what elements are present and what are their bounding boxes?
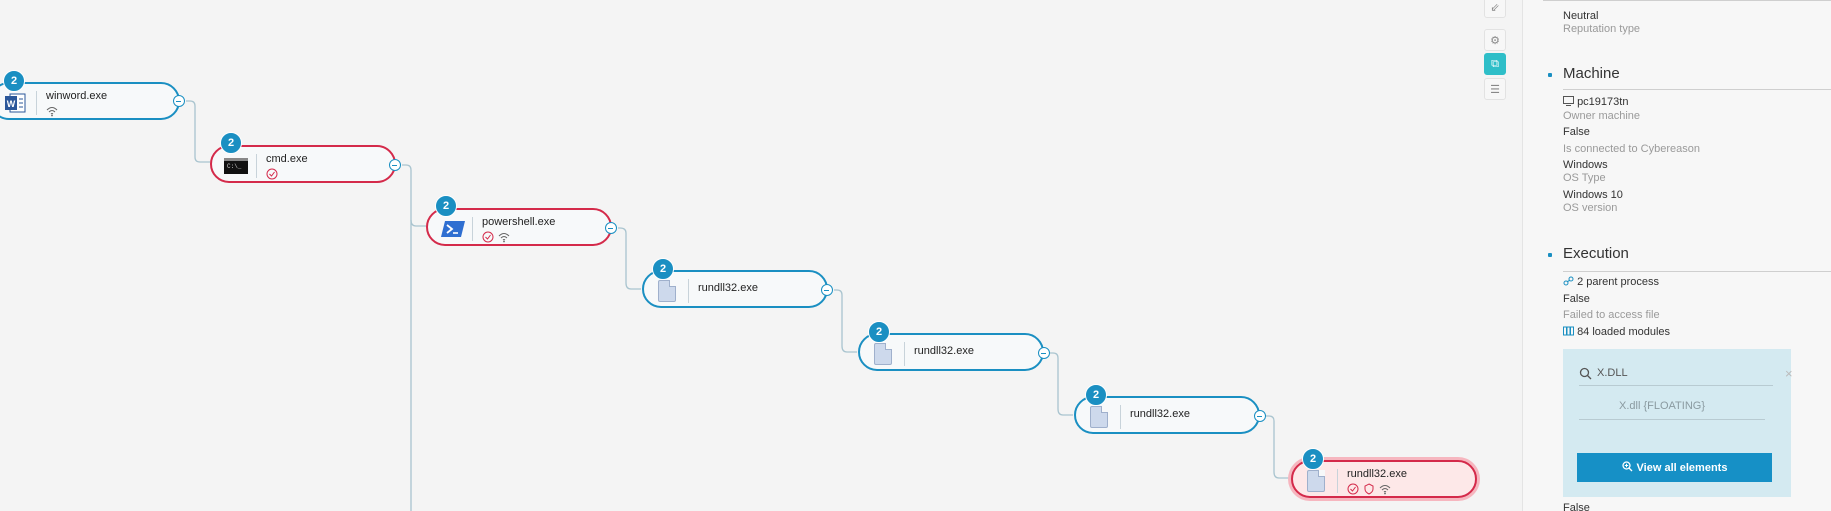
node-count-badge[interactable]: 2 [868,321,890,343]
file-icon [1307,470,1329,492]
file-icon [874,343,896,365]
process-node-rundll32[interactable]: rundll32.exe [858,333,1044,371]
layers-icon: ⧉ [1491,57,1499,70]
file-icon [658,280,680,302]
collapse-toggle[interactable] [821,284,833,296]
process-node-rundll32-suspicious[interactable]: rundll32.exe [1291,460,1477,498]
reputation-value: Neutral [1563,10,1599,22]
connected-label: Is connected to Cybereason [1563,143,1700,155]
svg-text:C:\_: C:\_ [227,163,242,170]
process-name: powershell.exe [482,216,556,228]
clear-search-icon[interactable]: × [1785,366,1793,381]
minimize-arrows-icon: ⇙ [1490,1,1500,14]
module-result-text: X.dll {FLOATING} [1619,400,1705,412]
collapse-view-button[interactable]: ⇙ [1484,0,1506,18]
network-icon [1379,482,1391,495]
node-separator [1337,469,1338,493]
node-count-badge[interactable]: 2 [1302,448,1324,470]
failed-access-label: Failed to access file [1563,309,1660,321]
owner-machine-label: Owner machine [1563,110,1641,122]
malop-alert-icon [482,230,494,243]
process-name: rundll32.exe [914,345,974,357]
search-icon [1579,367,1592,385]
node-separator [1120,405,1121,429]
collapse-toggle[interactable] [173,95,185,107]
owner-machine-value[interactable]: pc19173tn [1563,96,1628,109]
execution-section-title[interactable]: Execution [1563,245,1629,262]
word-icon: W [4,92,26,114]
computer-icon [1563,96,1574,109]
process-node-rundll32[interactable]: rundll32.exe [642,270,828,308]
divider [1563,271,1831,272]
malop-alert-icon [266,167,278,180]
failed-access-value: False [1563,293,1590,305]
connected-value: False [1563,126,1590,138]
process-node-winword[interactable]: W winword.exe [0,82,180,120]
collapse-toggle[interactable] [1254,410,1266,422]
owner-machine-text: pc19173tn [1577,96,1629,108]
list-icon: ☰ [1490,83,1500,96]
modules-search-popover: X.DLL × X.dll {FLOATING} View all elemen… [1563,349,1793,497]
search-query-text: X.DLL [1597,367,1628,379]
process-name: rundll32.exe [1347,468,1407,480]
node-separator [256,154,257,178]
node-count-badge[interactable]: 2 [435,195,457,217]
svg-text:W: W [7,99,16,109]
network-icon [498,230,510,243]
collapse-toggle[interactable] [389,159,401,171]
os-type-label: OS Type [1563,172,1606,184]
section-bullet [1548,73,1552,77]
divider [1543,0,1831,1]
zoom-search-icon [1621,460,1633,475]
shield-icon [1363,482,1375,495]
node-separator [36,91,37,115]
section-bullet [1548,253,1552,257]
list-view-button[interactable]: ☰ [1484,78,1506,100]
parent-process-link[interactable]: 2 parent process [1563,276,1659,289]
node-separator [688,279,689,303]
process-tree-edges [186,100,1289,511]
collapse-toggle[interactable] [605,222,617,234]
os-version-value: Windows 10 [1563,189,1623,201]
process-name: rundll32.exe [1130,408,1190,420]
powershell-icon [440,218,465,240]
details-panel: Neutral Reputation type Machine pc19173t… [1522,0,1831,511]
reputation-label: Reputation type [1563,23,1641,35]
node-count-badge[interactable]: 2 [1085,384,1107,406]
file-icon [1090,406,1112,428]
process-name: cmd.exe [266,153,308,165]
os-version-label: OS version [1563,202,1618,214]
divider [1563,89,1831,90]
view-all-elements-button[interactable]: View all elements [1577,453,1772,482]
process-tree-canvas[interactable]: W winword.exe 2 C:\_ cmd.exe 2 powershel… [0,0,1522,511]
machine-section-title[interactable]: Machine [1563,65,1620,82]
node-separator [472,217,473,241]
process-name: winword.exe [46,90,108,102]
process-tree-icon [1563,276,1574,289]
node-count-badge[interactable]: 2 [3,70,25,92]
modules-icon [1563,326,1574,339]
loaded-modules-text: 84 loaded modules [1577,326,1671,338]
loaded-modules-link[interactable]: 84 loaded modules [1563,326,1670,339]
collapse-toggle[interactable] [1038,347,1050,359]
node-count-badge[interactable]: 2 [652,258,674,280]
process-name: rundll32.exe [698,282,758,294]
parent-process-text: 2 parent process [1577,276,1659,288]
bottom-value: False [1563,502,1590,511]
view-all-label: View all elements [1636,461,1728,474]
process-node-rundll32[interactable]: rundll32.exe [1074,396,1260,434]
os-type-value: Windows [1563,159,1608,171]
node-count-badge[interactable]: 2 [220,132,242,154]
node-separator [904,342,905,366]
process-node-powershell[interactable]: powershell.exe [426,208,612,246]
settings-button[interactable]: ⚙ [1484,29,1506,51]
network-icon [46,104,58,117]
malop-alert-icon [1347,482,1359,495]
module-search-result[interactable]: X.dll {FLOATING} [1579,395,1765,420]
details-view-button[interactable]: ⧉ [1484,53,1506,75]
terminal-icon: C:\_ [224,155,248,177]
modules-search-input[interactable]: X.DLL × [1579,363,1793,386]
gear-icon: ⚙ [1490,34,1500,47]
